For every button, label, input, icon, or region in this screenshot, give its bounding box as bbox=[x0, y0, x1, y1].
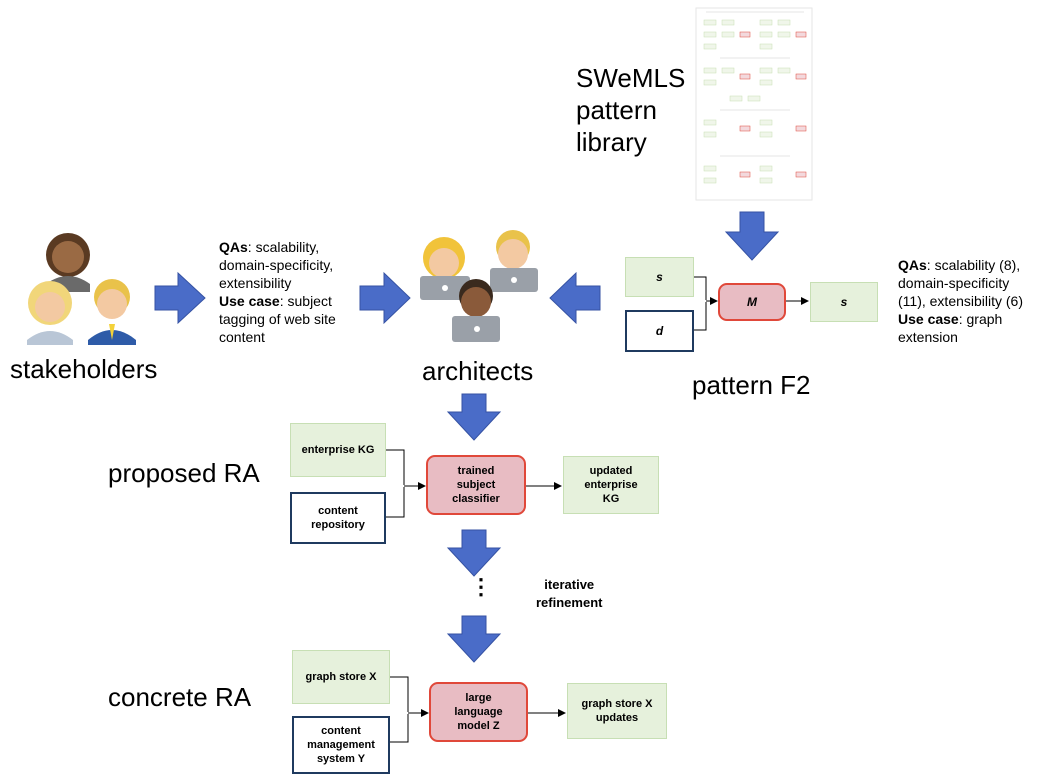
qa-key: QAs bbox=[898, 257, 927, 273]
qa-line: domain-specificity bbox=[898, 275, 1010, 291]
concrete-ra-label: concrete RA bbox=[108, 682, 252, 712]
box-line: management bbox=[307, 739, 375, 751]
box-line: subject bbox=[456, 479, 496, 491]
library-label-line: library bbox=[576, 127, 647, 157]
concrete-connectors bbox=[390, 676, 566, 743]
qa-text: : scalability, bbox=[247, 239, 320, 255]
box-line: large bbox=[465, 692, 492, 704]
use-case-line: extension bbox=[898, 329, 958, 345]
iterative-refinement-label: iterative refinement bbox=[536, 576, 602, 612]
qa-left: QAs: scalability, domain-specificity, ex… bbox=[219, 238, 336, 346]
proposed-input-enterprise-kg: enterprise KG bbox=[290, 423, 386, 477]
use-case-text: : graph bbox=[958, 311, 1003, 327]
stakeholders-label: stakeholders bbox=[10, 354, 158, 384]
architects-people-icon bbox=[420, 230, 538, 342]
pattern-input-d: d bbox=[625, 310, 694, 352]
library-label-line: pattern bbox=[576, 95, 657, 125]
box-line: updates bbox=[595, 712, 639, 724]
ellipsis-vertical: ⋮ bbox=[470, 574, 492, 599]
refinement-line: refinement bbox=[536, 595, 603, 610]
library-label-line: SWeMLS bbox=[576, 63, 686, 93]
concrete-input-graph-store: graph store X bbox=[292, 650, 390, 704]
box-line: content bbox=[321, 725, 361, 737]
box-line: graph store X bbox=[581, 698, 653, 710]
arrow-stakeholders-to-qa bbox=[154, 271, 206, 325]
pattern-model-m: M bbox=[718, 283, 786, 321]
box-line: system Y bbox=[316, 753, 366, 765]
qa-key: QAs bbox=[219, 239, 248, 255]
qa-line: domain-specificity, bbox=[219, 257, 334, 273]
use-case-line: tagging of web site bbox=[219, 311, 336, 327]
box-line: updated bbox=[589, 465, 633, 477]
box-line: content bbox=[318, 505, 358, 517]
arrow-qa-to-architects bbox=[359, 271, 411, 325]
iterative-line: iterative bbox=[544, 577, 595, 592]
box-line: repository bbox=[311, 519, 365, 531]
pattern-connectors bbox=[694, 276, 809, 331]
concrete-input-cms: content management system Y bbox=[292, 716, 390, 774]
arrow-architects-to-proposed bbox=[446, 393, 502, 441]
proposed-input-content-repository: content repository bbox=[290, 492, 386, 544]
arrow-library-to-pattern bbox=[724, 211, 780, 261]
qa-line: (11), extensibility (6) bbox=[898, 293, 1024, 309]
use-case-text: : subject bbox=[279, 293, 332, 309]
qa-right: QAs: scalability (8), domain-specificity… bbox=[898, 256, 1023, 346]
box-line: language bbox=[454, 706, 503, 718]
arrow-to-concrete bbox=[446, 615, 502, 663]
qa-line: extensibility bbox=[219, 275, 292, 291]
architects-label: architects bbox=[422, 356, 534, 386]
box-line: classifier bbox=[452, 493, 500, 505]
use-case-key: Use case bbox=[219, 293, 280, 309]
arrow-pattern-to-architects bbox=[549, 271, 601, 325]
use-case-line: content bbox=[219, 329, 265, 345]
pattern-library-thumbnail bbox=[695, 7, 813, 201]
proposed-ra-label: proposed RA bbox=[108, 458, 260, 488]
stakeholders-people-icon bbox=[27, 233, 136, 345]
use-case-key: Use case bbox=[898, 311, 959, 327]
box-line: trained bbox=[457, 465, 495, 477]
concrete-model-llm: large language model Z bbox=[429, 682, 528, 742]
arrow-proposed-down bbox=[446, 529, 502, 577]
box-line: model Z bbox=[457, 720, 500, 732]
concrete-output-updates: graph store X updates bbox=[567, 683, 667, 739]
proposed-output-kg: updated enterprise KG bbox=[563, 456, 659, 514]
pattern-input-s: s bbox=[625, 257, 694, 297]
qa-text: : scalability (8), bbox=[926, 257, 1021, 273]
box-line: KG bbox=[602, 493, 620, 505]
library-label: SWeMLS pattern library bbox=[576, 62, 685, 158]
pattern-label: pattern F2 bbox=[692, 370, 811, 400]
proposed-model-classifier: trained subject classifier bbox=[426, 455, 526, 515]
proposed-connectors bbox=[386, 449, 562, 518]
box-line: enterprise bbox=[584, 479, 638, 491]
pattern-output-s: s bbox=[810, 282, 878, 322]
